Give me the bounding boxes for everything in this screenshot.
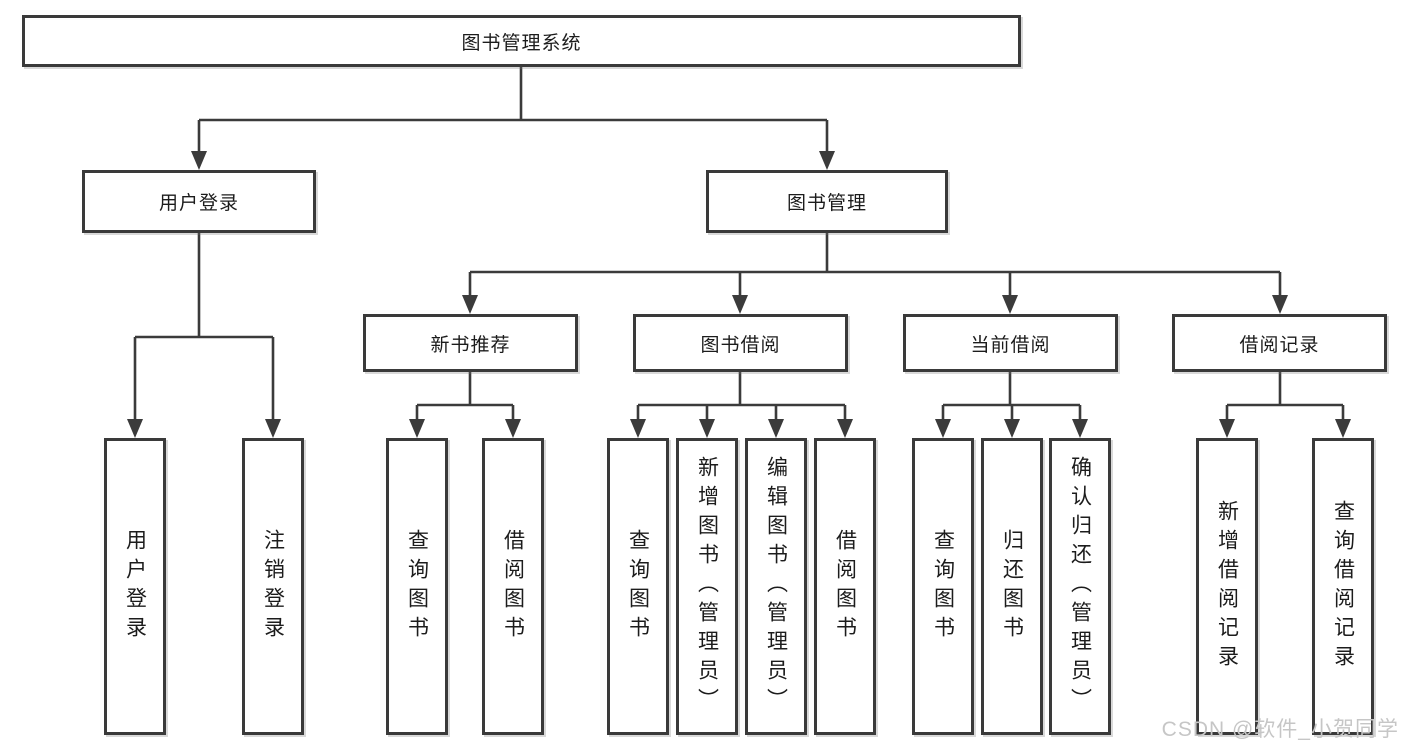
leaf-newbook-borrow-book-label: 借阅图书 xyxy=(501,528,525,645)
node-book-borrow-label: 图书借阅 xyxy=(700,334,781,356)
leaf-borrow-add-book-admin: 新增图书（管理员） xyxy=(676,438,738,735)
node-new-book-recommend: 新书推荐 xyxy=(363,314,578,372)
leaf-current-query-book-label: 查询图书 xyxy=(931,528,955,645)
leaf-borrow-add-book-admin-label: 新增图书（管理员） xyxy=(695,456,719,717)
leaf-newbook-borrow-book: 借阅图书 xyxy=(482,438,544,735)
node-book-management-label: 图书管理 xyxy=(786,193,867,214)
leaf-records-add-record: 新增借阅记录 xyxy=(1196,438,1258,735)
node-borrow-records-label: 借阅记录 xyxy=(1239,334,1320,356)
leaf-current-return-book-label: 归还图书 xyxy=(1000,528,1024,645)
node-user-login-label: 用户登录 xyxy=(158,193,239,214)
node-new-book-recommend-label: 新书推荐 xyxy=(430,334,511,356)
leaf-newbook-query-book-label: 查询图书 xyxy=(405,528,429,645)
node-current-borrow-label: 当前借阅 xyxy=(970,334,1051,356)
leaf-current-return-book: 归还图书 xyxy=(981,438,1043,735)
leaf-logout: 注销登录 xyxy=(242,438,304,735)
csdn-watermark: CSDN @软件_小贺同学 xyxy=(1161,718,1399,741)
node-user-login: 用户登录 xyxy=(82,170,316,233)
leaf-logout-label: 注销登录 xyxy=(261,528,285,645)
node-current-borrow: 当前借阅 xyxy=(903,314,1118,372)
leaf-borrow-edit-book-admin-label: 编辑图书（管理员） xyxy=(764,456,788,717)
leaf-current-confirm-return-admin: 确认归还（管理员） xyxy=(1049,438,1111,735)
node-borrow-records: 借阅记录 xyxy=(1172,314,1387,372)
leaf-borrow-borrow-book: 借阅图书 xyxy=(814,438,876,735)
leaf-current-query-book: 查询图书 xyxy=(912,438,974,735)
node-book-management: 图书管理 xyxy=(706,170,948,233)
leaf-user-login-label: 用户登录 xyxy=(123,528,147,645)
leaf-records-add-record-label: 新增借阅记录 xyxy=(1215,499,1239,674)
node-book-borrow: 图书借阅 xyxy=(633,314,848,372)
leaf-records-query-record: 查询借阅记录 xyxy=(1312,438,1374,735)
root-node-system: 图书管理系统 xyxy=(22,15,1021,67)
leaf-records-query-record-label: 查询借阅记录 xyxy=(1331,499,1355,674)
leaf-borrow-borrow-book-label: 借阅图书 xyxy=(833,528,857,645)
root-node-label: 图书管理系统 xyxy=(461,32,582,54)
leaf-user-login: 用户登录 xyxy=(104,438,166,735)
leaf-borrow-query-book: 查询图书 xyxy=(607,438,669,735)
leaf-newbook-query-book: 查询图书 xyxy=(386,438,448,735)
leaf-current-confirm-return-admin-label: 确认归还（管理员） xyxy=(1068,456,1092,717)
leaf-borrow-edit-book-admin: 编辑图书（管理员） xyxy=(745,438,807,735)
leaf-borrow-query-book-label: 查询图书 xyxy=(626,528,650,645)
